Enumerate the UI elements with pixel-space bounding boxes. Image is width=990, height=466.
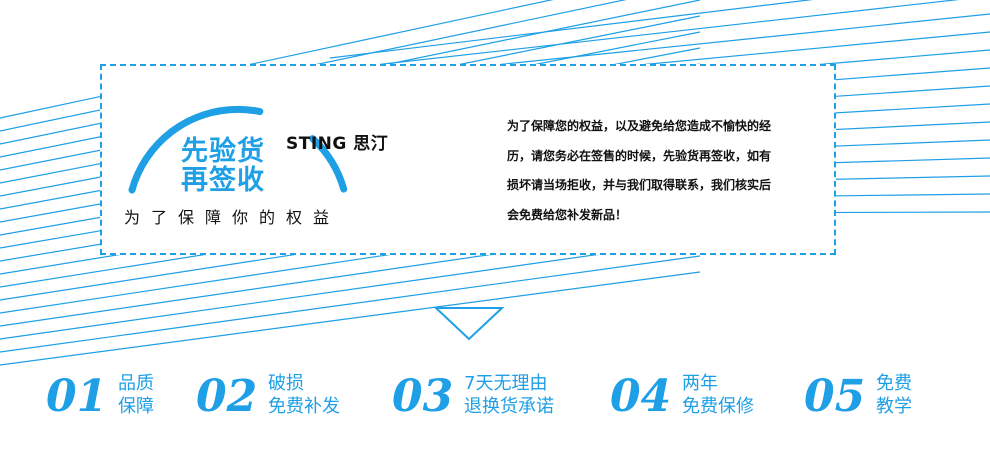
- background-stripe: [329, 0, 960, 71]
- feature-number: 02: [196, 371, 258, 422]
- description-line: 会免费给您补发新品！: [507, 207, 628, 222]
- feature-number: 05: [804, 371, 866, 422]
- background-stripe: [329, 0, 814, 59]
- arc-badge-icon: [128, 105, 348, 194]
- description-line: 历，请您务必在签售的时候，先验货再签收，如有: [507, 148, 772, 163]
- feature-label-line-1: 7天无理由: [464, 373, 548, 394]
- feature-label-line-2: 保障: [118, 396, 154, 417]
- feature-label-line-1: 两年: [682, 373, 718, 394]
- feature-number: 03: [392, 371, 454, 422]
- down-triangle-icon: [434, 307, 504, 341]
- description-line: 为了保障您的权益，以及避免给您造成不愉快的经: [507, 119, 772, 133]
- brand-name: STING 思汀: [286, 134, 389, 154]
- background-stripe: [0, 239, 701, 340]
- notice-box: [100, 64, 836, 255]
- badge-title-line-2: 再签收: [181, 165, 265, 196]
- background-stripe: [0, 255, 701, 353]
- feature-number: 01: [46, 371, 108, 422]
- description-line: 损坏请当场拒收，并与我们取得联系，我们核实后: [507, 178, 772, 192]
- description: 为了保障您的权益，以及避免给您造成不愉快的经 历，请您务必在签售的时候，先验货再…: [507, 112, 827, 230]
- feature-label-line-1: 破损: [268, 373, 304, 394]
- background-stripe: [0, 271, 701, 366]
- feature-label-line-2: 免费补发: [268, 396, 340, 417]
- slogan: 为了保障你的权益: [124, 208, 341, 227]
- feature-label-line-2: 教学: [876, 396, 912, 417]
- feature-number: 04: [610, 371, 672, 422]
- badge-title-line-1: 先验货: [181, 136, 265, 167]
- feature-label-line-1: 免费: [876, 373, 912, 394]
- feature-label-line-1: 品质: [118, 373, 154, 394]
- feature-label-line-2: 免费保修: [682, 396, 754, 417]
- feature-label-line-2: 退换货承诺: [464, 396, 554, 417]
